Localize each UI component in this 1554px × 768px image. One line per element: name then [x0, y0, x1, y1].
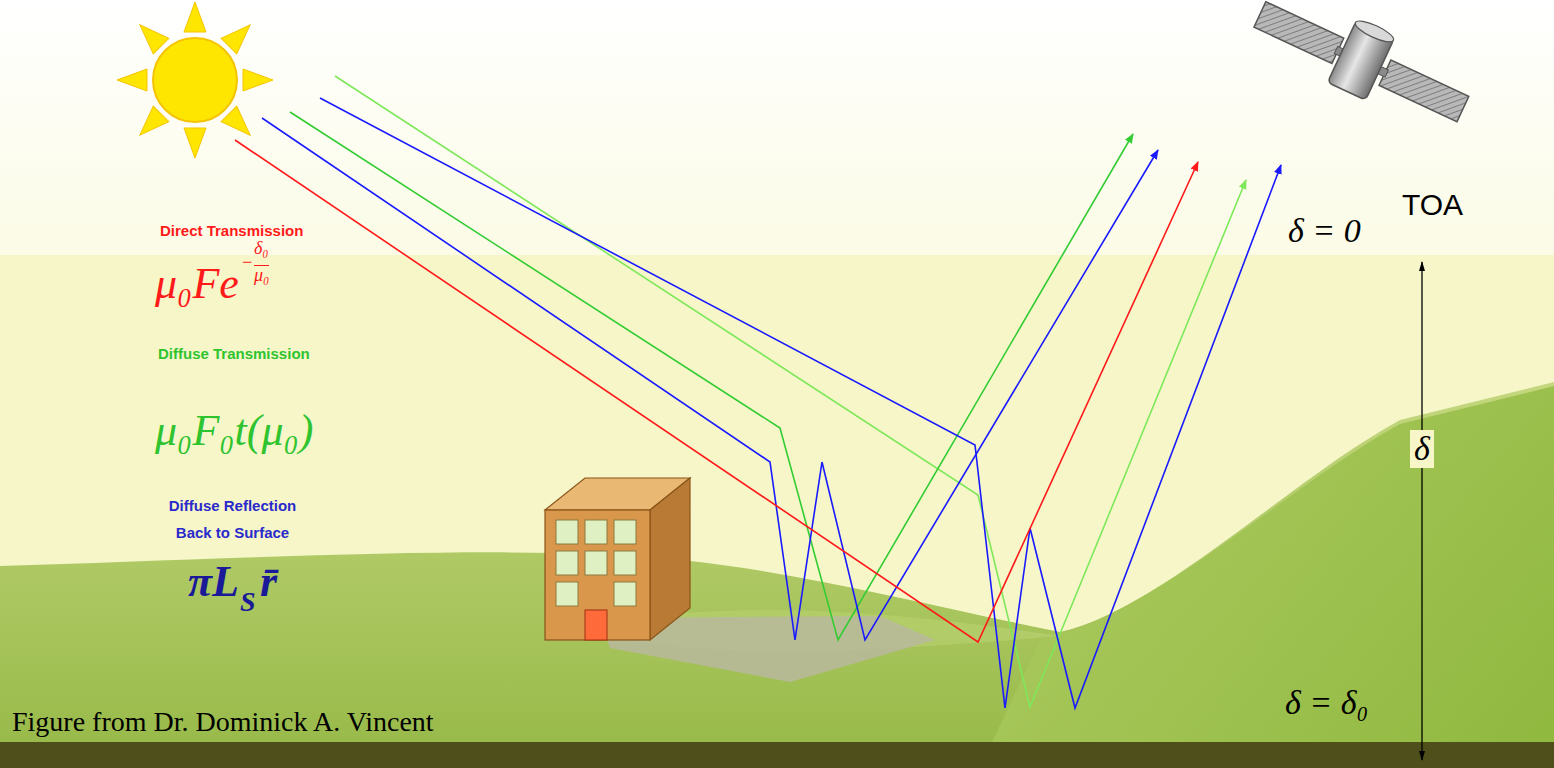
- sun: [117, 2, 273, 158]
- satellite: [1246, 0, 1479, 139]
- figure-credit: Figure from Dr. Dominick A. Vincent: [12, 706, 434, 738]
- caption-heading: Diffuse Reflection Back to Surface: [150, 492, 315, 546]
- diffuse-ray: [290, 112, 1133, 640]
- formula: μ₀Fe: [155, 258, 239, 309]
- reflected-ray: [320, 98, 1281, 708]
- exponent-numerator: δ₀: [254, 238, 269, 259]
- right-hill: [980, 386, 1554, 768]
- depth-axis: [1421, 262, 1422, 760]
- level-label: δ = 0: [1288, 212, 1361, 250]
- exponent-denominator: μ₀: [254, 265, 269, 286]
- formula: μ₀F₀t(μ₀): [155, 405, 313, 456]
- reflected-ray: [262, 118, 1158, 640]
- direct-ray: [235, 140, 1198, 642]
- ground: [0, 382, 1554, 768]
- formula: r̄: [260, 556, 277, 607]
- exponent-sign: −: [241, 252, 253, 273]
- axis-label: δ: [1410, 430, 1434, 468]
- caption-heading: Direct Transmission: [160, 222, 303, 239]
- level-label: TOA: [1402, 188, 1463, 222]
- formula: πL: [188, 556, 239, 607]
- building: [545, 478, 690, 640]
- caption-heading: Diffuse Transmission: [158, 345, 310, 362]
- level-label: δ = δ₀: [1285, 684, 1368, 722]
- formula-subscript: S: [240, 586, 256, 618]
- sky: [0, 0, 1554, 255]
- ground-base: [0, 742, 1554, 768]
